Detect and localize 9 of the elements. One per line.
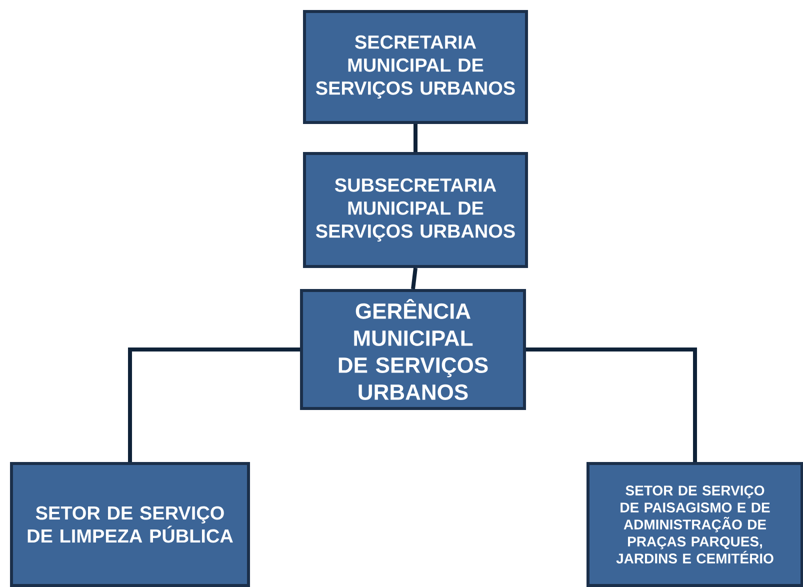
org-box: SECRETARIA MUNICIPAL DE SERVIÇOS URBANOS — [303, 10, 528, 124]
connector-line — [526, 348, 697, 462]
org-box: GERÊNCIA MUNICIPAL DE SERVIÇOS URBANOS — [300, 289, 526, 410]
connector-line — [128, 348, 300, 462]
org-box: SETOR DE SERVIÇO DE PAISAGISMO E DE ADMINISTRAÇÃO DE PRAÇAS PARQUES, JARDINS E CEMITÉRIO — [586, 462, 803, 587]
org-box: SETOR DE SERVIÇO DE LIMPEZA PÚBLICA — [10, 462, 250, 587]
connector-line — [411, 268, 418, 290]
org-box: SUBSECRETARIA MUNICIPAL DE SERVIÇOS URBANOS — [303, 152, 528, 268]
connector-line — [414, 124, 418, 152]
